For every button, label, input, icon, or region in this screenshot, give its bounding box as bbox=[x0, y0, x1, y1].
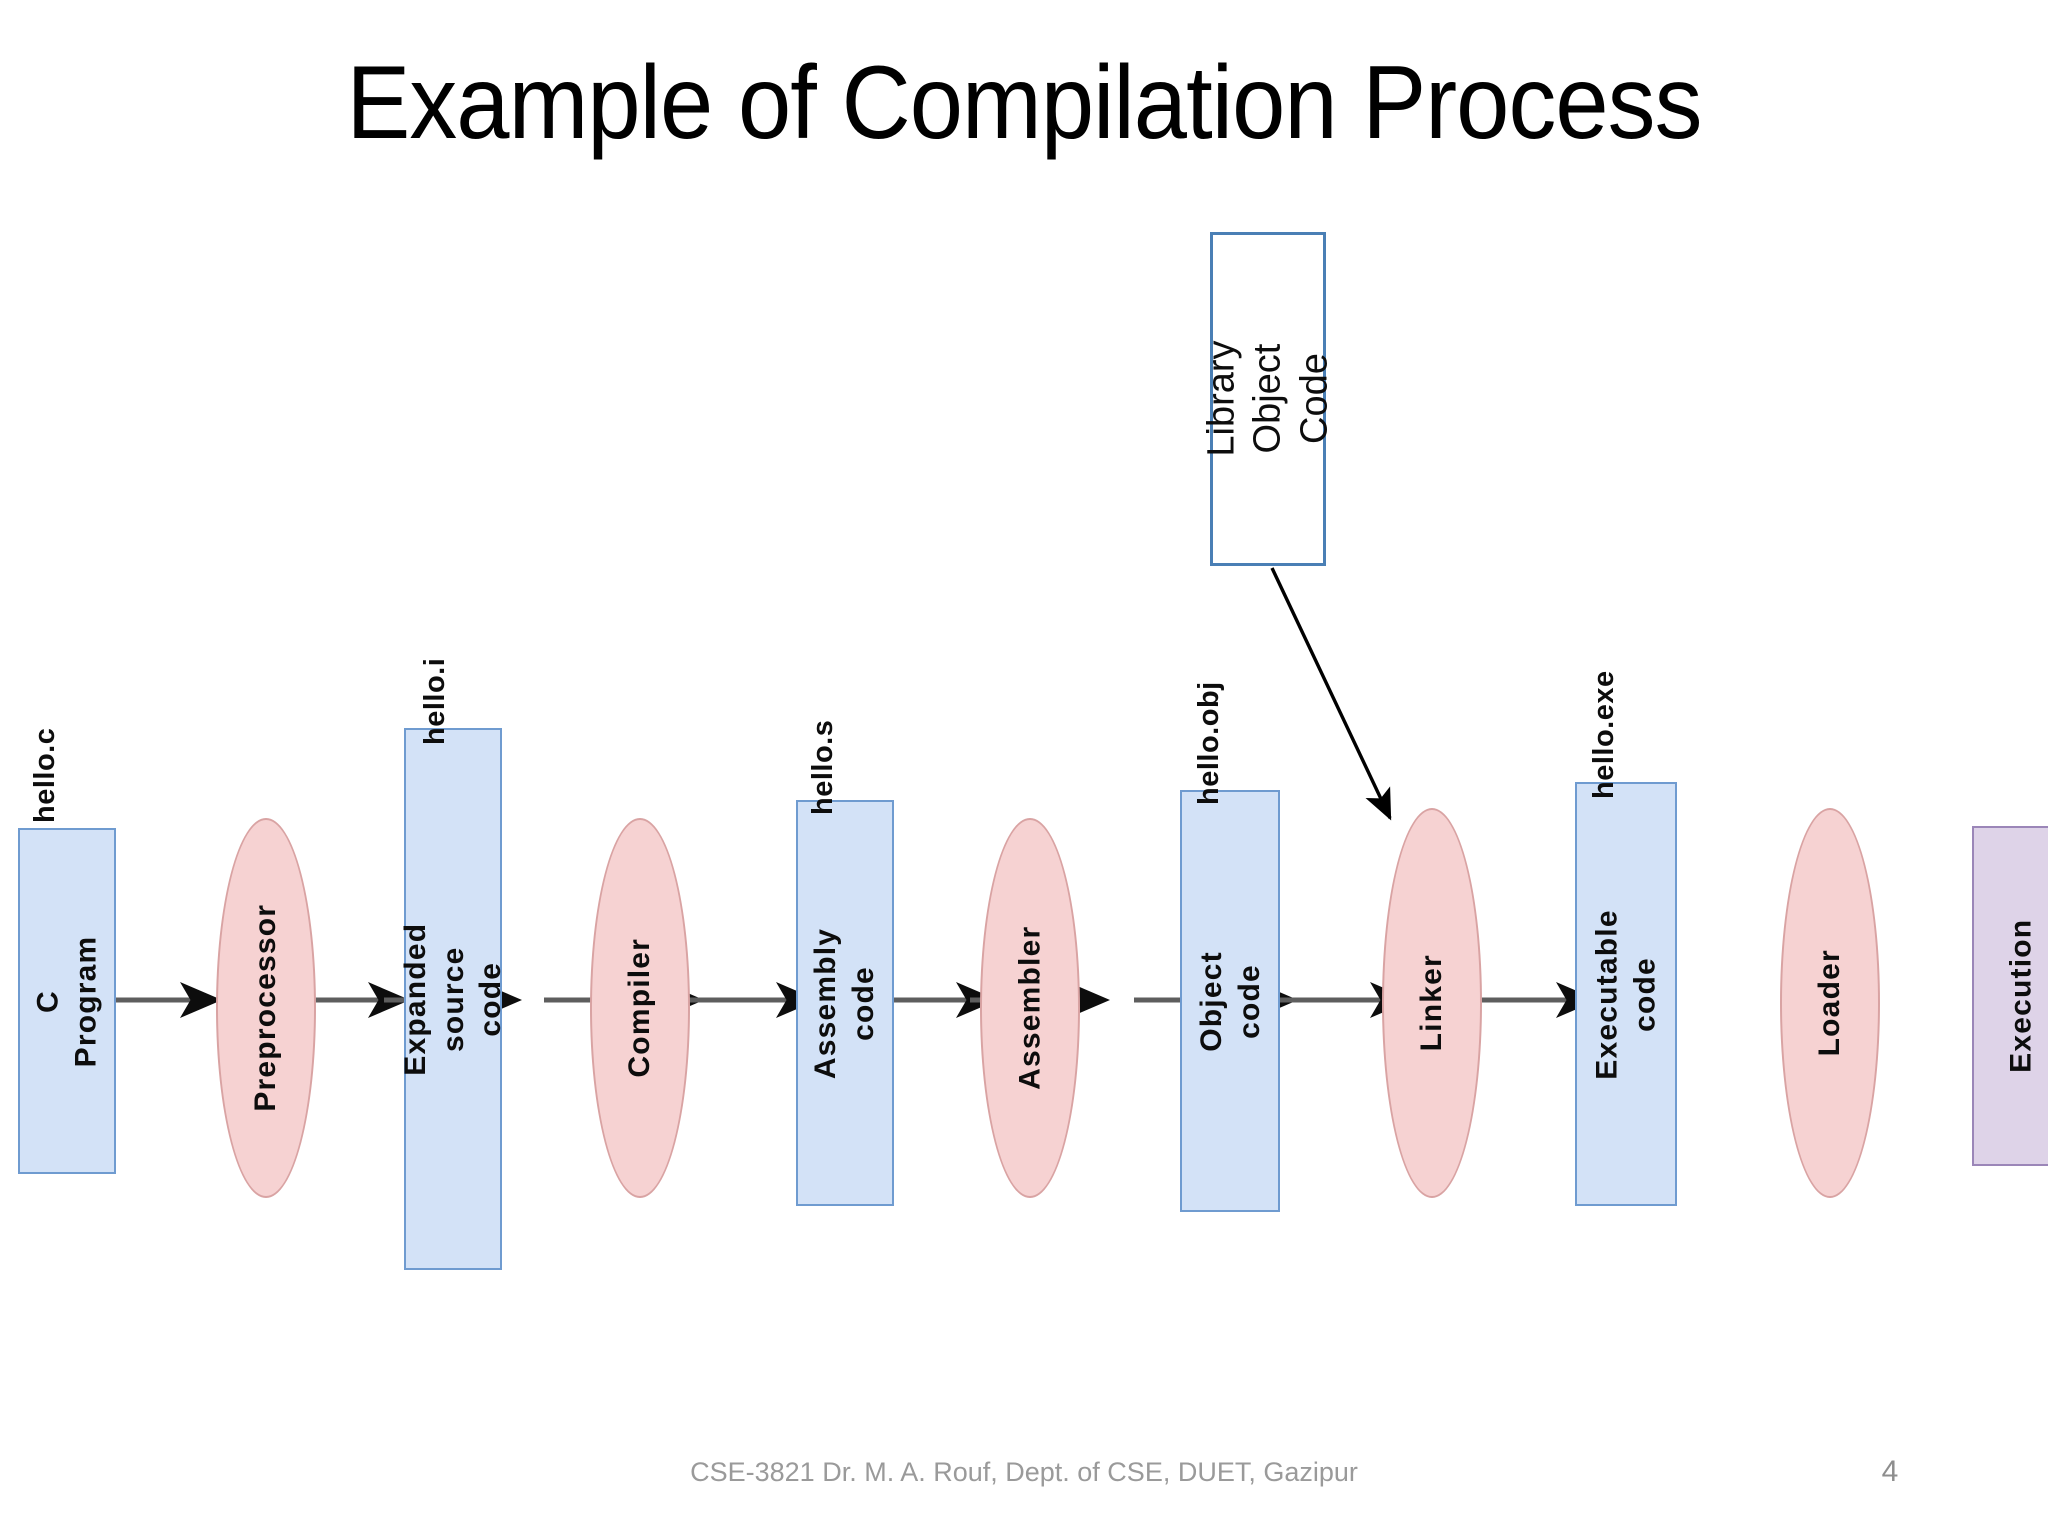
compilation-process-diagram: C Program hello.c Preprocessor Expanded … bbox=[18, 232, 2048, 1270]
file-tag-hello-s: hello.s bbox=[807, 719, 839, 815]
file-tag-hello-exe: hello.exe bbox=[1588, 670, 1620, 799]
node-execution-label: Execution bbox=[2004, 918, 2038, 1074]
node-library-object-code-label: Library Object Code bbox=[1200, 340, 1336, 458]
node-assembly-code-label: Assembly code bbox=[809, 927, 881, 1079]
node-c-program-label: C Program bbox=[31, 935, 103, 1067]
page-title: Example of Compilation Process bbox=[346, 45, 1702, 161]
arrow-library-to-linker bbox=[1270, 567, 1392, 821]
node-library-object-code[interactable]: Library Object Code bbox=[1200, 232, 1335, 566]
slide-page-number: 4 bbox=[1881, 1455, 1899, 1488]
node-assembler-label: Assembler bbox=[1013, 925, 1047, 1091]
node-assembler[interactable]: Assembler bbox=[980, 818, 1080, 1198]
node-object-code[interactable]: Object code bbox=[1180, 790, 1280, 1212]
node-compiler-label: Compiler bbox=[623, 938, 657, 1078]
node-linker[interactable]: Linker bbox=[1382, 808, 1482, 1198]
node-linker-label: Linker bbox=[1415, 954, 1449, 1052]
node-loader[interactable]: Loader bbox=[1780, 808, 1880, 1198]
node-expanded-source-code[interactable]: Expanded source code bbox=[399, 728, 507, 1270]
slide-footer: CSE-3821 Dr. M. A. Rouf, Dept. of CSE, D… bbox=[690, 1457, 1358, 1487]
file-tag-hello-i: hello.i bbox=[419, 657, 451, 745]
node-compiler[interactable]: Compiler bbox=[590, 818, 690, 1198]
node-expanded-source-code-label: Expanded source code bbox=[398, 922, 507, 1076]
node-execution[interactable]: Execution bbox=[1972, 826, 2048, 1166]
node-object-code-label: Object code bbox=[1194, 950, 1266, 1052]
node-loader-label: Loader bbox=[1813, 949, 1847, 1057]
node-executable-code[interactable]: Executable code bbox=[1575, 782, 1677, 1206]
node-executable-code-label: Executable code bbox=[1590, 908, 1662, 1080]
node-assembly-code[interactable]: Assembly code bbox=[796, 800, 894, 1206]
file-tag-hello-c: hello.c bbox=[29, 727, 61, 823]
node-preprocessor-label: Preprocessor bbox=[249, 904, 283, 1112]
file-tag-hello-obj: hello.obj bbox=[1193, 681, 1225, 805]
node-c-program[interactable]: C Program bbox=[18, 828, 116, 1174]
node-preprocessor[interactable]: Preprocessor bbox=[216, 818, 316, 1198]
